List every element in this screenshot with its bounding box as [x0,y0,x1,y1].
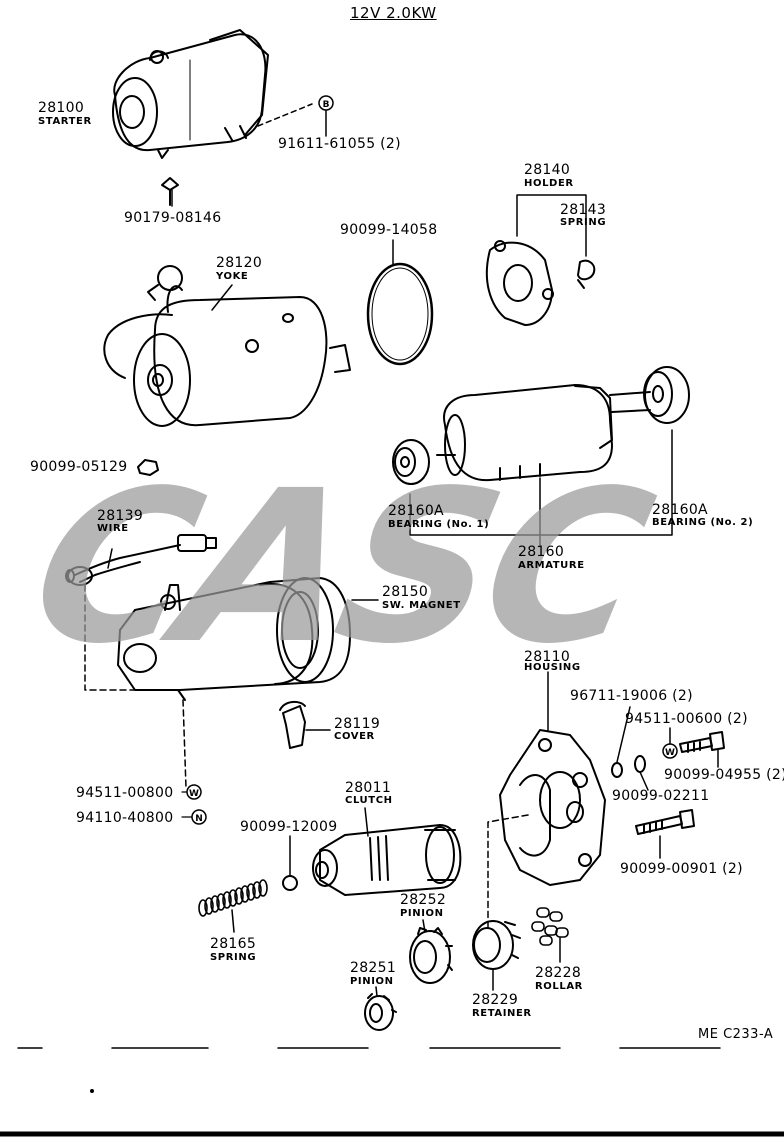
callout-name: WIRE [97,523,129,534]
o-ring-drawing [366,262,434,366]
housing-ring-drawing [611,762,623,778]
callout-name: BEARING (No. 1) [388,519,490,530]
callout-number: 96711-19006 (2) [570,688,693,704]
callout-name: ROLLAR [535,981,583,992]
callout-number: 28252 [400,892,447,908]
diagram-reference-code: ME C233-A [698,1027,774,1042]
starter-drawing [112,29,269,159]
spring-drawing [198,879,268,917]
callout-number: 90099-05129 [30,459,128,475]
callout-number: 28228 [535,965,582,981]
callout-number: 91611-61055 (2) [278,136,401,152]
holder-spring-drawing [577,259,596,289]
callout-name: YOKE [216,271,249,282]
callout-number: 28011 [345,780,392,796]
wire-label-leader [107,548,113,569]
holder-drawing [485,240,554,326]
housing-ring-2-drawing [634,755,646,773]
steel-ball-drawing [282,875,298,891]
callout-name: PINION [400,908,444,919]
callout-number: 90099-04955 (2) [664,767,784,783]
footer-rules [0,1047,784,1137]
callout-name: COVER [334,731,375,742]
armature-drawing [436,384,651,482]
scan-dot [90,1089,94,1093]
housing-long-bolt-drawing [635,809,695,835]
clutch-drawing [312,824,462,896]
starter-bolt-leader [257,103,313,127]
callout-number: 28160A [652,502,708,518]
callout-name: HOUSING [524,662,581,673]
callout-name: SW. MAGNET [382,600,461,611]
callout-number: 94110-40800 [76,810,174,826]
pinion-51-leader [375,986,378,997]
magnet-washer-leader [182,699,187,789]
wire-drawing [65,534,217,586]
n-symbol-label: N [195,814,203,824]
callout-name: BEARING (No. 2) [652,517,754,528]
callout-name: RETAINER [472,1008,532,1019]
callout-number: 28160 [518,544,565,560]
starter-nut-drawing [161,177,179,206]
housing-washer-symbol-label: W [665,748,675,758]
pinion-52-leader [422,919,426,933]
callout-number: 28165 [210,936,257,952]
callout-number: 28140 [524,162,571,178]
callout-number: 90099-00901 (2) [620,861,743,877]
callout-name: ARMATURE [518,560,585,571]
callout-number: 28150 [382,584,429,600]
cover-drawing [279,700,306,749]
callout-number: 90099-02211 [612,788,710,804]
callout-number: 28120 [216,255,263,271]
callout-name: SPRING [210,952,257,963]
yoke-leader [211,284,233,311]
pinion-52-drawing [409,927,453,984]
callout-number: 90099-12009 [240,819,338,835]
callout-number: 28143 [560,202,607,218]
retainer-drawing [472,920,521,970]
callout-number: 94511-00800 [76,785,174,801]
housing-ring-leader [616,706,631,763]
page-title: 12V 2.0KW [350,4,437,22]
callout-number: 28110 [524,649,571,665]
pinion-51-drawing [364,993,397,1031]
callout-name: HOLDER [524,178,574,189]
o-ring-inner [371,267,429,361]
callout-number: 90099-14058 [340,222,438,238]
callout-number: 28139 [97,508,144,524]
callout-number: 28251 [350,960,397,976]
sw-magnet-drawing [117,577,351,701]
housing-drawing [499,729,606,886]
callout-name: STARTER [38,116,92,127]
callout-number: 90179-08146 [124,210,222,226]
rollar-drawing [531,907,569,946]
yoke-drawing [103,265,351,427]
holder-leader [516,194,587,257]
armature-leader [409,429,673,546]
housing-retainer-leader [487,814,529,931]
b-symbol-label: B [323,100,330,110]
callout-number: 94511-00600 (2) [625,711,748,727]
callout-number: 28229 [472,992,519,1008]
clutch-leader [364,807,369,837]
callout-name: SPRING [560,217,607,228]
b-symbol-icon [318,95,334,111]
callout-number: 28100 [38,100,85,116]
callout-name: PINION [350,976,394,987]
callout-number: 28160A [388,503,444,519]
housing-ring-2-leader [639,771,649,791]
wire-leader [84,584,141,691]
spring-leader [231,909,235,933]
housing-bolt-drawing [679,731,725,753]
bearing-1-drawing [392,439,430,485]
w-symbol-label: W [189,789,199,799]
callout-name: CLUTCH [345,795,393,806]
callout-number: 28119 [334,716,381,732]
bearing-2-drawing [643,366,690,424]
yoke-nut-drawing [137,459,159,476]
